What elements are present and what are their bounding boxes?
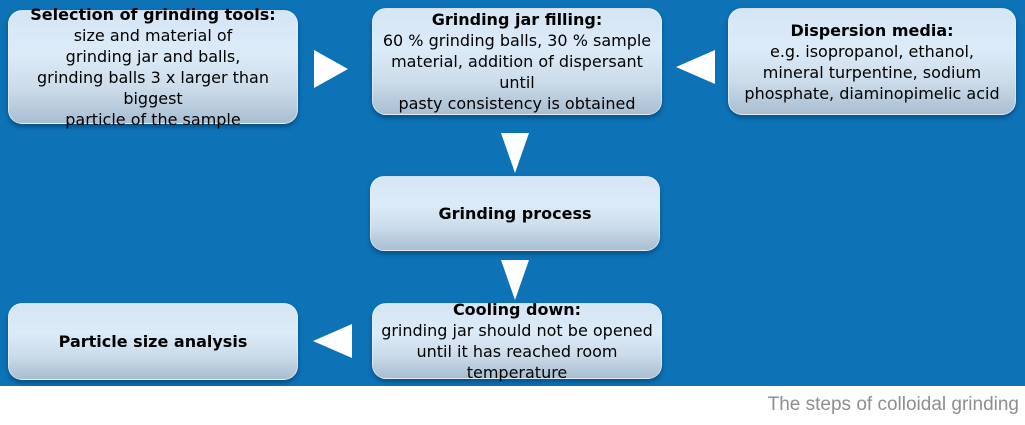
box-jar-filling-line: pasty consistency is obtained [398, 94, 636, 113]
flow-arrow-down-1-icon [501, 133, 529, 173]
box-cooling-line: until it has reached room temperature [416, 342, 618, 382]
flow-arrow-left-bottom-icon [313, 324, 352, 358]
flow-arrow-down-2-icon [501, 260, 529, 300]
box-dispersion-line: mineral turpentine, sodium [762, 62, 982, 82]
box-dispersion-media: Dispersion media: e.g. isopropanol, etha… [728, 8, 1016, 115]
box-selection-title: Selection of grinding tools: [30, 5, 276, 24]
box-analysis-title: Particle size analysis [58, 332, 248, 351]
box-process-title: Grinding process [438, 204, 592, 223]
box-jar-filling-line: material, addition of dispersant until [391, 52, 643, 92]
box-cooling-title: Cooling down: [452, 300, 582, 319]
box-jar-filling-title: Grinding jar filling: [431, 10, 603, 29]
box-selection-line: grinding balls 3 x larger than biggest [37, 68, 269, 108]
box-selection-line: size and material of [73, 26, 233, 45]
box-cooling-line: grinding jar should not be opened [381, 321, 653, 340]
box-selection-line: particle of the sample [65, 110, 241, 129]
box-grinding-jar-filling: Grinding jar filling: 60 % grinding ball… [372, 8, 662, 115]
box-jar-filling-line: 60 % grinding balls, 30 % sample [382, 31, 652, 50]
box-selection-of-grinding-tools: Selection of grinding tools: size and ma… [8, 5, 298, 129]
box-dispersion-line: phosphate, diaminopimelic acid [744, 83, 1000, 103]
flow-arrow-right-icon [314, 50, 348, 88]
box-dispersion-title: Dispersion media: [790, 20, 954, 40]
box-particle-size-analysis: Particle size analysis [8, 303, 298, 380]
box-grinding-process: Grinding process [370, 176, 660, 251]
flow-arrow-left-top-icon [676, 50, 715, 84]
box-cooling-down: Cooling down: grinding jar should not be… [372, 300, 662, 382]
box-dispersion-line: e.g. isopropanol, ethanol, [769, 41, 975, 61]
box-selection-line: grinding jar and balls, [65, 47, 241, 66]
figure-caption: The steps of colloidal grinding [767, 394, 1019, 415]
